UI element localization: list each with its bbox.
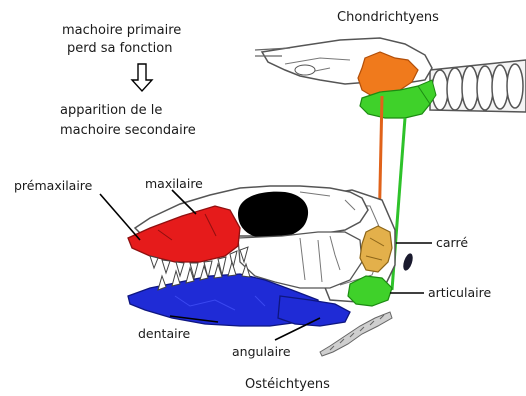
result-line-2: machoire secondaire <box>60 123 196 138</box>
osteichtyens-label: Ostéichtyens <box>245 377 330 392</box>
shark-skull-drawing <box>255 38 526 118</box>
result-line-1: apparition de le <box>60 103 162 118</box>
carre-label: carré <box>436 235 468 250</box>
hollow-down-arrow-icon <box>132 64 152 91</box>
shark-vertebral-column <box>430 60 526 112</box>
articulaire-label: articulaire <box>428 285 491 300</box>
dentaire-label: dentaire <box>138 326 190 341</box>
chondrichtyens-label: Chondrichtyens <box>337 10 439 25</box>
note-line-2: perd sa fonction <box>67 41 172 56</box>
note-line-1: machoire primaire <box>62 23 181 38</box>
angulaire-label: angulaire <box>232 344 291 359</box>
maxilaire-label: maxilaire <box>145 176 203 191</box>
orbit <box>238 192 308 239</box>
premaxilaire-label: prémaxilaire <box>14 178 93 193</box>
